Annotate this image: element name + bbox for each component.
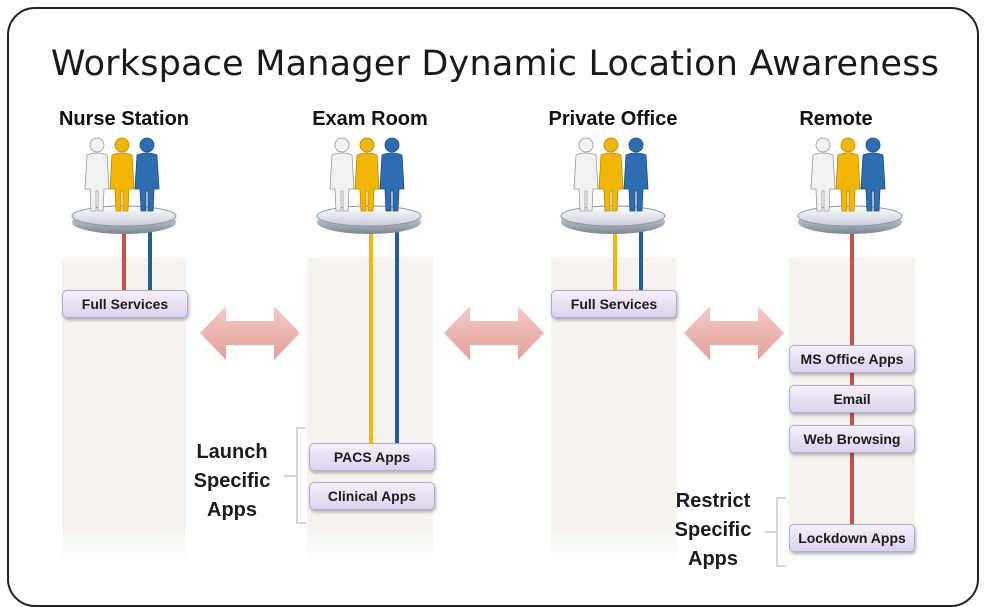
app-box-pacs-apps: PACS Apps bbox=[309, 443, 435, 471]
location-title-nurse-station: Nurse Station bbox=[58, 108, 190, 130]
people-on-platform-icon bbox=[797, 137, 903, 234]
app-box-lockdown-apps: Lockdown Apps bbox=[789, 524, 915, 552]
diagram-graphics bbox=[71, 137, 903, 567]
people-on-platform-icon bbox=[316, 137, 422, 234]
location-title-private-office: Private Office bbox=[548, 108, 678, 130]
restrict-specific-apps-label: Restrict Specific Apps bbox=[674, 490, 752, 570]
bracket-icon bbox=[765, 497, 786, 567]
location-title-exam-room: Exam Room bbox=[312, 108, 428, 130]
double-arrow-icon bbox=[444, 306, 544, 360]
app-box-email: Email bbox=[789, 385, 915, 413]
app-box-ms-office-apps: MS Office Apps bbox=[789, 345, 915, 373]
location-title-remote: Remote bbox=[799, 108, 873, 130]
diagram-title: Workspace Manager Dynamic Location Aware… bbox=[50, 44, 940, 84]
people-on-platform-icon bbox=[560, 137, 666, 234]
app-box-web-browsing: Web Browsing bbox=[789, 425, 915, 453]
app-box-clinical-apps: Clinical Apps bbox=[309, 482, 435, 510]
app-box-full-services-nurse: Full Services bbox=[62, 290, 188, 318]
double-arrow-icon bbox=[200, 306, 300, 360]
bracket-icon bbox=[284, 427, 306, 524]
people-on-platform-icon bbox=[71, 137, 177, 234]
double-arrow-icon bbox=[684, 306, 784, 360]
app-box-full-services-office: Full Services bbox=[551, 290, 677, 318]
launch-specific-apps-label: Launch Specific Apps bbox=[193, 441, 271, 521]
